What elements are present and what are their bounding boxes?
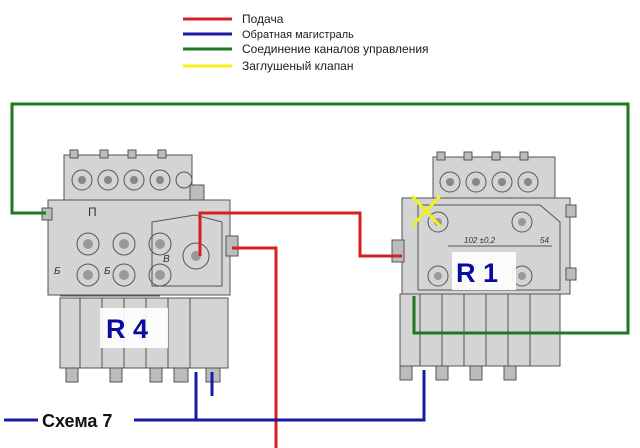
valve-r1-label: R 1 <box>456 258 498 288</box>
valve-r4-letter-b2: Б <box>104 266 111 277</box>
valve-r4: П Б Б В 53 42 42 R 4 <box>41 149 239 383</box>
valve-r1-dim-a: 102 ±0,2 <box>464 236 496 245</box>
valve-r1: 102 ±0,2 54 R 1 <box>391 151 577 381</box>
valve-r4-letter-v: В <box>163 254 170 265</box>
valve-r1-top-block <box>432 156 556 203</box>
plugged-valve-marker <box>410 194 442 228</box>
legend-label-return: Обратная магистраль <box>242 29 354 41</box>
pipe-return <box>194 370 426 422</box>
pipe-control <box>10 102 630 335</box>
valve-r4-letter-p: П <box>88 205 97 219</box>
legend-label-control: Соединение каналов управления <box>242 42 429 56</box>
valve-r1-dim-b: 54 <box>540 236 549 245</box>
legend-label-supply: Подача <box>242 12 284 26</box>
pipe-supply-inlet <box>232 246 278 448</box>
valve-r1-spool-section <box>399 293 561 367</box>
valve-r4-letter-b1: Б <box>54 266 61 277</box>
legend: Подача Обратная магистраль Соединение ка… <box>183 12 429 73</box>
scheme-caption: Схема 7 <box>42 411 112 431</box>
valve-r4-label: R 4 <box>106 314 148 344</box>
legend-label-plugged: Заглушеный клапан <box>242 59 354 73</box>
pipe-supply-interconnect <box>198 211 402 258</box>
